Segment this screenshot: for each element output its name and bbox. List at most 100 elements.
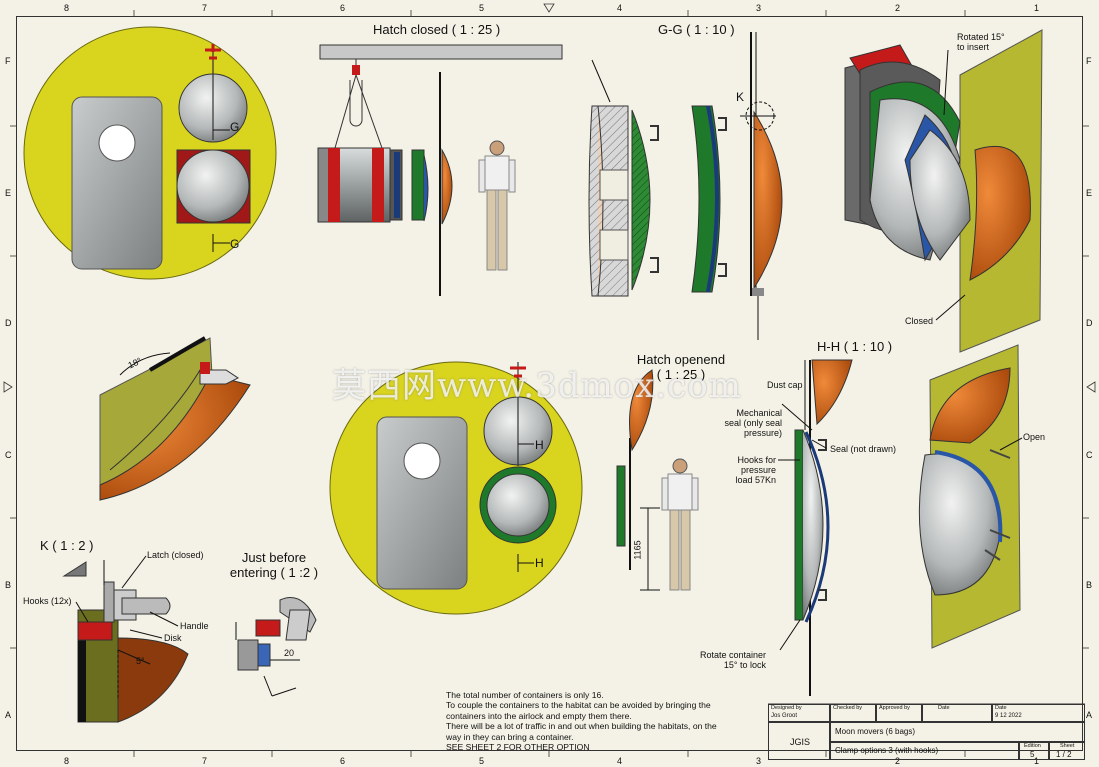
zone-col-3-bottom: 3	[756, 756, 762, 766]
tb-cell-title	[830, 722, 1085, 742]
label-angle-5: 5°	[136, 656, 145, 666]
tb-cell-sheet	[1049, 742, 1085, 760]
title-hatch-closed: Hatch closed ( 1 : 25 )	[373, 22, 501, 37]
zone-col-2-bottom: 2	[895, 756, 901, 766]
section-mark-h-bottom: H	[535, 556, 544, 570]
zone-col-2: 2	[895, 3, 901, 13]
zone-col-1: 1	[1034, 3, 1040, 13]
note-line: The total number of containers is only 1…	[446, 690, 604, 700]
label-mechanical-seal: Mechanical seal (only seal pressure)	[724, 408, 782, 438]
human-figure-open	[661, 458, 699, 591]
tb-cell-org	[768, 722, 830, 760]
label-handle: Handle	[180, 621, 209, 631]
zone-row-f-right: F	[1086, 56, 1092, 66]
center-arrow-left	[3, 381, 13, 393]
zone-col-7-bottom: 7	[202, 756, 208, 766]
section-mark-h-top: H	[535, 438, 544, 452]
zone-col-7: 7	[202, 3, 208, 13]
human-figure-closed	[478, 140, 516, 271]
iso-view-open	[918, 344, 1023, 649]
zone-row-c: C	[5, 450, 12, 460]
tb-checked-header: Checked by	[833, 705, 863, 711]
tb-edition-header: Edition	[1024, 743, 1041, 749]
label-dim-1165: 1165	[632, 540, 643, 560]
hatch-closed-side-view	[317, 44, 563, 296]
label-disk: Disk	[164, 633, 182, 643]
tb-designed-value: Jos Groot	[771, 713, 798, 719]
tb-sheet-header: Sheet	[1060, 743, 1075, 749]
tb-date-header: Date	[938, 705, 950, 711]
zone-col-6: 6	[340, 3, 346, 13]
tb-date2-header: Date	[995, 705, 1007, 711]
drawing-notes: The total number of containers is only 1…	[446, 690, 756, 752]
iso-view-closed	[844, 29, 1043, 353]
section-hh	[778, 359, 853, 696]
tb-cell-edition	[1019, 742, 1049, 760]
watermark: 莫西网www.3dmox.com	[332, 366, 742, 406]
label-hooks-12x: Hooks (12x)	[23, 596, 72, 606]
zone-row-a-right: A	[1086, 710, 1093, 720]
zone-ticks	[10, 10, 1089, 757]
tb-cell-approved	[876, 704, 922, 722]
tb-edition-value: 5	[1030, 750, 1035, 759]
zone-row-b: B	[5, 580, 12, 590]
detail-mark-k: K	[736, 90, 745, 104]
title-hh: H-H ( 1 : 10 )	[817, 339, 893, 354]
label-rotate-container: Rotate container 15° to lock	[699, 650, 766, 670]
front-view-closed	[23, 26, 277, 280]
zone-col-8: 8	[64, 3, 70, 13]
note-line: To couple the containers to the habitat …	[446, 700, 711, 711]
detail-before-entering	[235, 597, 317, 697]
tb-cell-date	[922, 704, 992, 722]
label-hooks-pressure: Hooks for pressure load 57Kn	[735, 455, 776, 485]
label-open: Open	[1023, 432, 1046, 442]
note-line: way in they can bring a container.	[446, 731, 574, 742]
zone-row-d: D	[5, 318, 12, 328]
front-view-open	[329, 361, 583, 615]
zone-row-f: F	[5, 56, 11, 66]
section-mark-g-top: G	[230, 120, 240, 134]
tb-title: Moon movers (6 bags)	[835, 727, 916, 736]
section-mark-g-bottom: G	[230, 237, 240, 251]
zone-col-3: 3	[756, 3, 762, 13]
label-dim-20: 20	[284, 648, 295, 658]
zone-col-5-bottom: 5	[479, 756, 485, 766]
zone-row-c-right: C	[1086, 450, 1093, 460]
iso-hatch-middle	[99, 336, 251, 501]
tb-cell-date2	[992, 704, 1085, 722]
center-arrow-top	[543, 3, 555, 13]
label-dust-cap: Dust cap	[767, 380, 803, 390]
zone-row-a: A	[5, 710, 12, 720]
section-gg	[588, 32, 783, 340]
note-line: containers into the airlock and empty th…	[446, 710, 632, 721]
zone-col-8-bottom: 8	[64, 756, 70, 766]
label-closed: Closed	[905, 316, 934, 326]
tb-cell-designed	[768, 704, 830, 722]
tb-cell-checked	[830, 704, 876, 722]
label-seal-not-drawn: Seal (not drawn)	[830, 444, 897, 454]
title-hatch-opened: Hatch openend ( 1 : 25 )	[636, 352, 726, 382]
note-line: There will be a lot of traffic in and ou…	[446, 721, 717, 732]
drawing-border	[16, 16, 1083, 751]
tb-cell-subtitle	[830, 742, 1019, 760]
tb-approved-header: Approved by	[879, 705, 910, 711]
zone-row-e: E	[5, 188, 12, 198]
zone-col-5: 5	[479, 3, 485, 13]
detail-k	[62, 555, 189, 723]
zone-col-6-bottom: 6	[340, 756, 346, 766]
label-latch: Latch (closed)	[147, 550, 204, 560]
zone-col-4-bottom: 4	[617, 756, 623, 766]
title-just-before: Just before entering ( 1 :2 )	[229, 550, 319, 580]
tb-date-value: 9 12 2022	[995, 713, 1022, 719]
label-rotated: Rotated 15° to insert	[957, 32, 1005, 52]
title-block: Designed by Jos Groot Checked by Approve…	[768, 704, 1085, 760]
hatch-open-side-view	[616, 369, 699, 591]
zone-row-b-right: B	[1086, 580, 1093, 590]
tb-org: JGIS	[790, 737, 811, 747]
note-line: SEE SHEET 2 FOR OTHER OPTION	[446, 742, 590, 753]
zone-col-1-bottom: 1	[1034, 756, 1040, 766]
zone-row-e-right: E	[1086, 188, 1093, 198]
tb-sheet-value: 1 / 2	[1056, 750, 1072, 759]
center-arrow-right	[1086, 381, 1096, 393]
